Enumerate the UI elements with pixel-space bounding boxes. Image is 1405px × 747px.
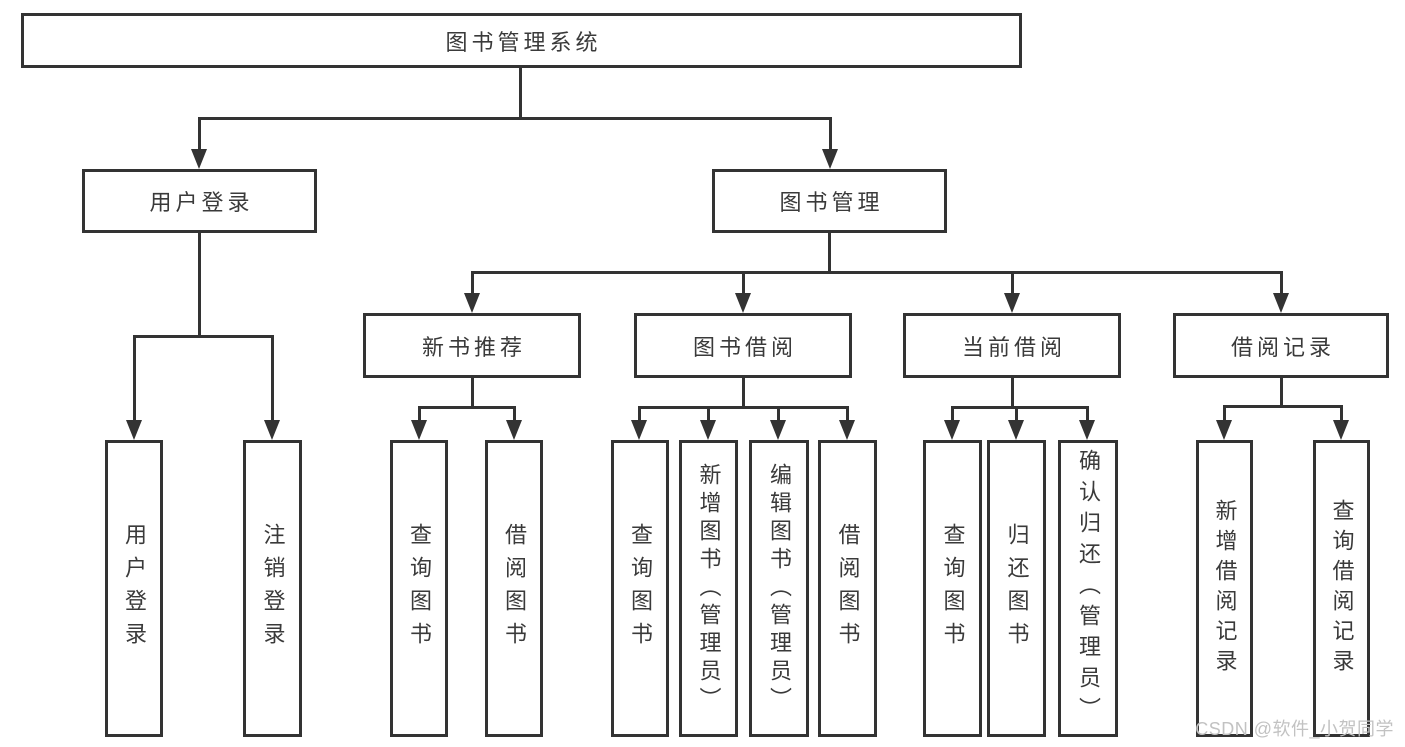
node-book-management-label: 图书管理 <box>779 190 884 215</box>
leaf-edit-book-admin: 编辑图书（管理员） <box>749 440 809 737</box>
connector-to-leaf-user-login-line <box>133 335 136 422</box>
connector-user-login-stem <box>198 231 201 338</box>
connector-to-leaf-query-borrow-line <box>638 406 641 423</box>
connector-to-leaf-edit-book-line <box>777 406 780 423</box>
connector-to-leaf-borrow-book-line <box>846 406 849 423</box>
arrow-to-book-borrow <box>735 293 751 313</box>
arrow-to-leaf-query-record <box>1333 420 1349 440</box>
arrow-to-user-login <box>191 149 207 169</box>
connector-to-leaf-confirm-return-line <box>1086 406 1089 423</box>
arrow-to-leaf-user-login <box>126 420 142 440</box>
arrow-to-leaf-edit-book <box>770 420 786 440</box>
connector-to-leaf-logout-line <box>271 335 274 422</box>
connector-borrow-record-bar <box>1223 405 1343 408</box>
connector-to-borrow-record-line <box>1280 271 1283 296</box>
connector-book-management-bar <box>471 271 1283 274</box>
leaf-borrow-book: 借阅图书 <box>818 440 877 737</box>
watermark-text: CSDN @软件_小贺同学 <box>1195 719 1394 739</box>
leaf-return-book-label: 归还图书 <box>1004 522 1030 655</box>
arrow-to-book-management <box>822 149 838 169</box>
connector-new-book-recommend-stem <box>471 376 474 409</box>
node-borrow-record: 借阅记录 <box>1173 313 1389 378</box>
arrow-to-leaf-borrow-recommend <box>506 420 522 440</box>
arrow-to-leaf-return-book <box>1008 420 1024 440</box>
leaf-borrow-book-under-recommend-label: 借阅图书 <box>502 522 527 655</box>
node-current-borrow-label: 当前借阅 <box>961 334 1066 360</box>
arrow-to-current-borrow <box>1004 293 1020 313</box>
connector-book-borrow-stem <box>742 376 745 409</box>
connector-to-leaf-add-record-line <box>1223 405 1226 423</box>
connector-to-current-borrow-line <box>1011 271 1014 296</box>
node-root-label: 图书管理系统 <box>445 29 602 55</box>
arrow-to-leaf-logout <box>264 420 280 440</box>
connector-current-borrow-stem <box>1011 376 1014 409</box>
leaf-query-borrow-record: 查询借阅记录 <box>1313 440 1370 737</box>
connector-to-leaf-return-book-line <box>1015 406 1018 423</box>
connector-book-borrow-bar <box>638 406 849 409</box>
connector-to-leaf-add-book-line <box>707 406 710 423</box>
node-book-borrow-label: 图书借阅 <box>692 334 797 360</box>
leaf-user-login-label: 用户登录 <box>122 522 147 655</box>
arrow-to-leaf-borrow-book <box>839 420 855 440</box>
connector-to-user-login-line <box>198 117 201 151</box>
leaf-query-borrow-record-label: 查询借阅记录 <box>1329 498 1355 679</box>
leaf-confirm-return-admin: 确认归还（管理员） <box>1058 440 1118 737</box>
node-user-login-label: 用户登录 <box>149 190 254 215</box>
arrow-to-leaf-add-record <box>1216 420 1232 440</box>
arrow-to-leaf-confirm-return <box>1079 420 1095 440</box>
node-current-borrow: 当前借阅 <box>903 313 1121 378</box>
leaf-query-book-under-borrow-label: 查询图书 <box>628 522 653 655</box>
connector-to-leaf-query-current-line <box>951 406 954 423</box>
leaf-edit-book-admin-label: 编辑图书（管理员） <box>767 462 792 715</box>
connector-to-leaf-query-recommend-line <box>418 406 421 423</box>
leaf-add-book-admin-label: 新增图书（管理员） <box>696 462 722 715</box>
leaf-query-book-under-current: 查询图书 <box>923 440 982 737</box>
connector-new-book-recommend-bar <box>418 406 516 409</box>
connector-book-management-stem <box>828 231 831 274</box>
leaf-add-borrow-record-label: 新增借阅记录 <box>1212 498 1238 679</box>
leaf-confirm-return-admin-label: 确认归还（管理员） <box>1076 449 1101 728</box>
connector-borrow-record-stem <box>1280 376 1283 408</box>
connector-to-book-borrow-line <box>742 271 745 296</box>
node-new-book-recommend: 新书推荐 <box>363 313 581 378</box>
arrow-to-leaf-query-borrow <box>631 420 647 440</box>
leaf-return-book: 归还图书 <box>987 440 1046 737</box>
leaf-borrow-book-label: 借阅图书 <box>835 522 861 655</box>
leaf-add-book-admin: 新增图书（管理员） <box>679 440 738 737</box>
node-root: 图书管理系统 <box>21 13 1022 68</box>
connector-to-leaf-query-record-line <box>1340 405 1343 423</box>
connector-to-new-book-recommend-line <box>471 271 474 296</box>
arrow-to-leaf-add-book <box>700 420 716 440</box>
connector-to-leaf-borrow-recommend-line <box>513 406 516 423</box>
leaf-query-book-under-recommend-label: 查询图书 <box>407 522 432 655</box>
arrow-to-leaf-query-current <box>944 420 960 440</box>
connector-current-borrow-bar <box>951 406 1089 409</box>
connector-root-stem <box>519 66 522 119</box>
node-book-management: 图书管理 <box>712 169 947 233</box>
leaf-query-book-under-current-label: 查询图书 <box>940 522 966 655</box>
connector-root-bar <box>198 117 832 120</box>
leaf-query-book-under-borrow: 查询图书 <box>611 440 669 737</box>
arrow-to-borrow-record <box>1273 293 1289 313</box>
connector-user-login-bar <box>133 335 274 338</box>
arrow-to-leaf-query-recommend <box>411 420 427 440</box>
arrow-to-new-book-recommend <box>464 293 480 313</box>
node-book-borrow: 图书借阅 <box>634 313 852 378</box>
leaf-logout-label: 注销登录 <box>260 522 286 655</box>
leaf-logout: 注销登录 <box>243 440 302 737</box>
leaf-query-book-under-recommend: 查询图书 <box>390 440 448 737</box>
leaf-borrow-book-under-recommend: 借阅图书 <box>485 440 543 737</box>
connector-to-book-management-line <box>829 117 832 151</box>
node-new-book-recommend-label: 新书推荐 <box>421 334 526 360</box>
node-user-login: 用户登录 <box>82 169 317 233</box>
leaf-user-login: 用户登录 <box>105 440 163 737</box>
leaf-add-borrow-record: 新增借阅记录 <box>1196 440 1253 737</box>
node-borrow-record-label: 借阅记录 <box>1230 334 1335 360</box>
